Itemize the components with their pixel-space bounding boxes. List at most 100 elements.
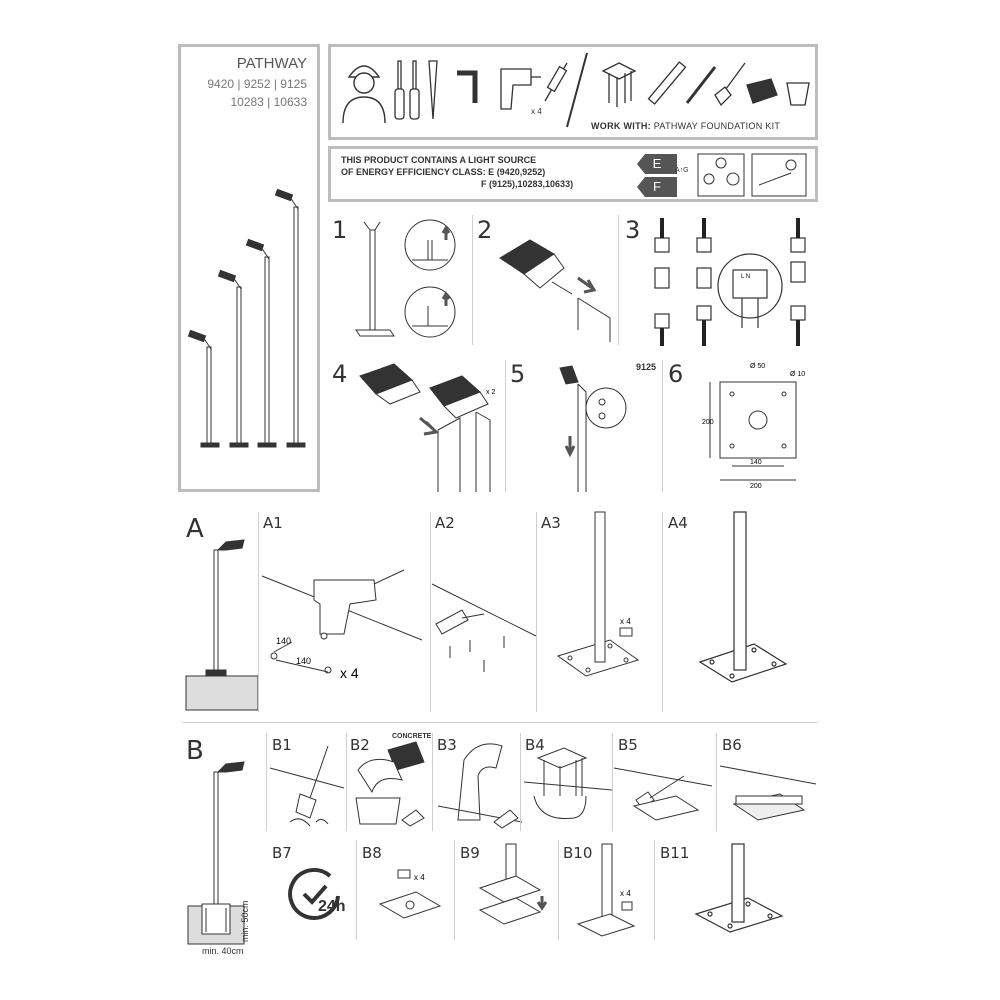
b4-place-kit-illustration <box>523 747 613 820</box>
terminal-label: L N <box>741 274 750 280</box>
divider <box>505 360 506 492</box>
b2-label: B2 <box>350 736 370 754</box>
energy-label-e: E <box>637 154 677 174</box>
divider <box>520 733 521 831</box>
b11-finished-pole-illustration <box>694 843 784 933</box>
wrench-icon <box>685 66 717 104</box>
section-b-letter: B <box>186 736 204 766</box>
step-2-number: 2 <box>477 216 493 244</box>
b1-dig-hole-illustration <box>269 745 345 827</box>
product-codes-1: 9420 | 9252 | 9125 <box>207 77 307 91</box>
b6-label: B6 <box>722 736 742 754</box>
divider <box>618 215 619 345</box>
divider <box>454 840 455 940</box>
energy-label-f: F <box>637 177 677 197</box>
divider <box>654 840 655 940</box>
step-5-model: 9125 <box>636 362 657 372</box>
b11-label: B11 <box>660 844 690 862</box>
step-4-number: 4 <box>332 360 348 388</box>
b3-pour-concrete-illustration <box>437 743 523 829</box>
b1-label: B1 <box>272 736 292 754</box>
b8-remove-nuts-illustration: x 4 <box>378 869 442 919</box>
step-4-illustration: x 2 <box>359 363 495 492</box>
a2-anchor-bolts-illustration <box>431 583 537 672</box>
energy-line-1: THIS PRODUCT CONTAINS A LIGHT SOURCE <box>341 155 537 165</box>
energy-scale: A↑G <box>675 167 689 174</box>
step-5-illustration <box>559 365 627 492</box>
work-with-value: PATHWAY FOUNDATION KIT <box>653 121 781 131</box>
wall-plug-icon <box>544 62 568 102</box>
a4-finished-pole-illustration <box>698 511 788 683</box>
b7-wait-icon <box>288 868 340 920</box>
step-1-illustration <box>355 219 456 338</box>
b6-level-check-illustration <box>719 765 817 821</box>
step-2-illustration <box>499 239 611 342</box>
drill-qty: x 4 <box>531 107 542 116</box>
step-6-baseplate-drawing: Ø 50 Ø 10 200 140 200 <box>702 363 805 490</box>
step-3-number: 3 <box>625 216 641 244</box>
foundation-kit-icon <box>601 62 637 107</box>
replace-light-icon <box>751 153 807 197</box>
work-with-label: WORK WITH: <box>591 121 651 131</box>
bucket-icon <box>786 82 810 106</box>
product-title: PATHWAY <box>236 55 307 72</box>
b7-24h-label: 24h <box>318 898 346 915</box>
b8-qty: x 4 <box>414 873 425 882</box>
width-label: min. 40cm <box>202 946 244 956</box>
energy-panel: THIS PRODUCT CONTAINS A LIGHT SOURCE OF … <box>328 146 818 202</box>
divider <box>266 733 267 831</box>
depth-label: min. 50cm <box>240 900 250 942</box>
concrete-bag-icon <box>746 78 778 104</box>
dim-hole-span: 140 <box>750 459 762 466</box>
dim-width: 200 <box>750 483 762 490</box>
step-4-qty: x 2 <box>486 389 495 396</box>
b10-fix-nuts-illustration: x 4 <box>576 843 636 937</box>
dim-diameter-10: Ø 10 <box>790 371 805 378</box>
divider <box>662 512 663 712</box>
pole-lineup-illustration <box>187 188 306 448</box>
screwdriver-icon <box>394 60 438 120</box>
installer-icon <box>342 65 386 124</box>
section-divider <box>182 722 818 723</box>
divider <box>346 733 347 831</box>
b4-label: B4 <box>525 736 545 754</box>
a3-qty: x 4 <box>620 617 631 626</box>
b8-label: B8 <box>362 844 382 862</box>
level-icon <box>647 61 687 105</box>
divider-slash <box>566 52 588 128</box>
divider <box>356 840 357 940</box>
light-source-icon <box>697 153 745 197</box>
divider <box>536 512 537 712</box>
divider <box>472 215 473 345</box>
divider <box>662 360 663 492</box>
a3-label: A3 <box>541 514 561 532</box>
divider <box>432 733 433 831</box>
divider <box>258 512 259 712</box>
energy-line-2: OF ENERGY EFFICIENCY CLASS: E (9420,9252… <box>341 167 546 177</box>
drill-icon <box>500 68 541 110</box>
energy-line-3: F (9125),10283,10633) <box>481 179 574 189</box>
b10-label: B10 <box>563 844 593 862</box>
a1-qty: x 4 <box>340 665 359 681</box>
shovel-icon <box>714 62 746 107</box>
a1-dim-a: 140 <box>276 636 291 646</box>
product-panel: PATHWAY 9420 | 9252 | 9125 10283 | 10633 <box>178 44 320 492</box>
b10-qty: x 4 <box>620 889 631 898</box>
work-with-text: WORK WITH: PATHWAY FOUNDATION KIT <box>591 121 780 131</box>
divider <box>430 512 431 712</box>
dim-height: 200 <box>702 419 714 426</box>
a2-label: A2 <box>435 514 455 532</box>
divider <box>716 733 717 831</box>
a1-label: A1 <box>263 514 283 532</box>
a1-drill-holes-illustration: 140 140 x 4 <box>261 569 423 681</box>
b7-label: B7 <box>272 844 292 862</box>
b9-label: B9 <box>460 844 480 862</box>
hex-key-icon <box>457 70 478 103</box>
divider <box>558 840 559 940</box>
step-3-illustration: L N <box>654 218 806 346</box>
b5-label: B5 <box>618 736 638 754</box>
section-b-pole-in-foundation <box>187 761 245 945</box>
section-a-letter: A <box>186 514 204 544</box>
step-1-number: 1 <box>332 216 348 244</box>
a3-fix-pole-illustration: x 4 <box>556 511 640 677</box>
